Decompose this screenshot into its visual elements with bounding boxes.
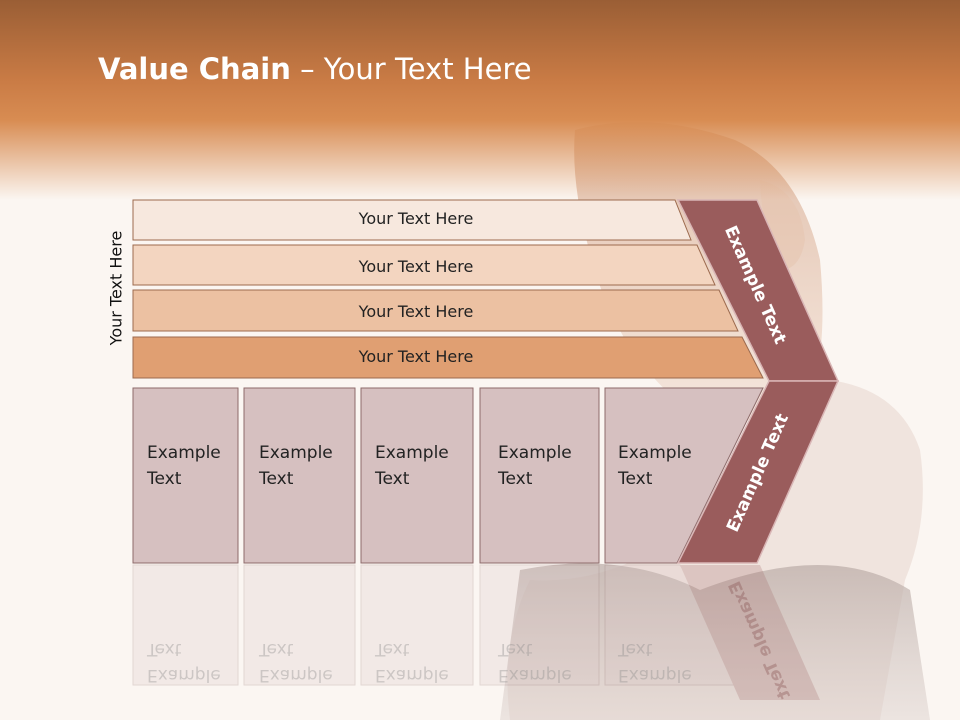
row-2-label: Your Text Here xyxy=(358,257,474,276)
header-band xyxy=(0,0,960,200)
title-bold: Value Chain xyxy=(98,52,291,86)
row-1 xyxy=(132,199,692,241)
column-4 xyxy=(479,387,600,564)
row-4-label: Your Text Here xyxy=(358,347,474,366)
reflection xyxy=(132,564,820,700)
row-4 xyxy=(132,336,764,379)
row-3 xyxy=(132,289,739,332)
chevron-lower xyxy=(676,380,840,564)
title-rest: – Your Text Here xyxy=(290,52,532,86)
column-1 xyxy=(132,387,239,564)
row-3-label: Your Text Here xyxy=(358,302,474,321)
row-1-label: Your Text Here xyxy=(358,209,474,228)
slide-title: Value Chain – Your Text Here xyxy=(98,52,532,86)
column-3 xyxy=(360,387,474,564)
column-5 xyxy=(604,387,764,564)
row-2 xyxy=(132,244,716,286)
column-2 xyxy=(243,387,356,564)
